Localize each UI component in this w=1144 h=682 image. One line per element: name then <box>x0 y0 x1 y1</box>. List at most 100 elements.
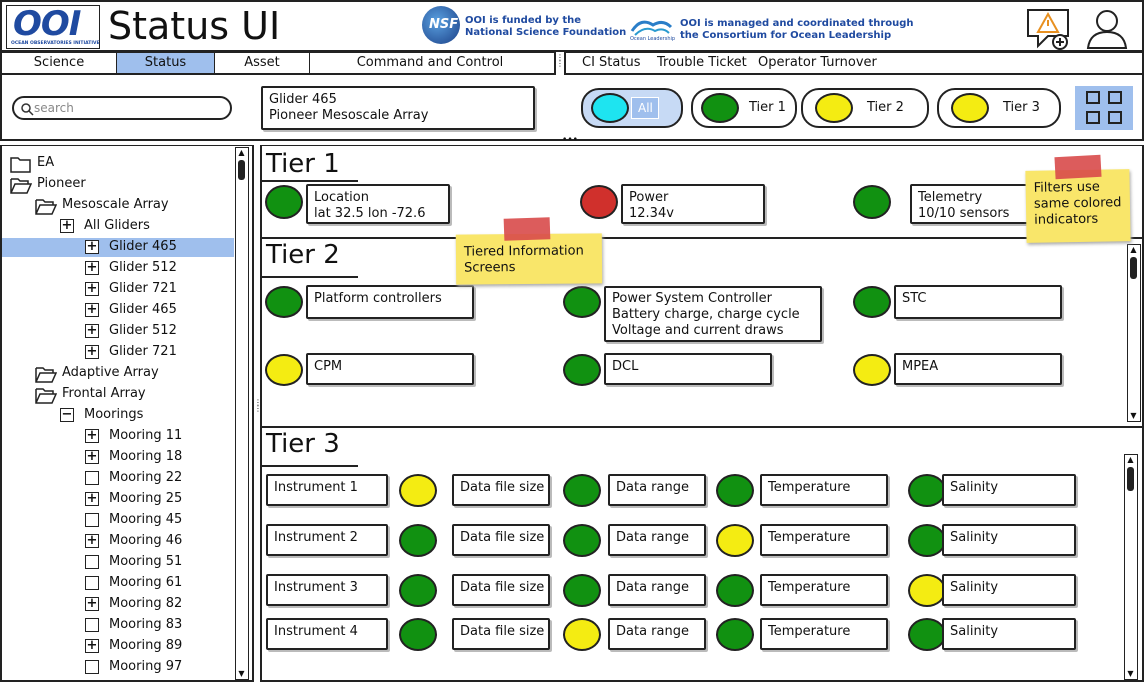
tree-item-label[interactable]: Glider 465 <box>109 302 177 317</box>
tier2-power-box[interactable]: Power System Controller Battery charge, … <box>604 286 822 342</box>
tree-scroll-thumb[interactable] <box>238 160 245 180</box>
leaf-checkbox-icon[interactable] <box>85 660 99 674</box>
filter-tier-1[interactable]: Tier 1 <box>691 88 797 128</box>
expand-icon[interactable]: + <box>85 239 99 254</box>
tab-trouble-ticket[interactable]: Trouble Ticket <box>657 55 747 70</box>
tree-item-label[interactable]: Glider 721 <box>109 281 177 296</box>
tree-item-label[interactable]: EA <box>37 155 55 170</box>
folder-icon[interactable] <box>10 155 31 173</box>
tier3-metric-box[interactable]: Data file size <box>452 474 550 506</box>
panel-splitter[interactable]: ⋮⋮ <box>254 398 262 413</box>
folder-open-icon[interactable] <box>35 197 58 215</box>
tab-operator-turnover[interactable]: Operator Turnover <box>758 55 877 70</box>
tree-item-label[interactable]: All Gliders <box>84 218 150 233</box>
tier3-scroll-up[interactable]: ▲ <box>1127 455 1134 464</box>
tree-item-label[interactable]: Mooring 82 <box>109 596 183 611</box>
filter-tier-3[interactable]: Tier 3 <box>937 88 1061 128</box>
tree-item-label[interactable]: Mooring 51 <box>109 554 183 569</box>
expand-icon[interactable]: + <box>85 281 99 296</box>
tier3-metric-box[interactable]: Temperature <box>760 474 888 506</box>
tree-scroll-down[interactable]: ▼ <box>238 669 245 678</box>
tree-item-label[interactable]: Mesoscale Array <box>62 197 169 212</box>
tier2-cpm-box[interactable]: CPM <box>306 353 474 385</box>
expand-icon[interactable]: + <box>85 596 99 611</box>
tree-item-label[interactable]: Mooring 46 <box>109 533 183 548</box>
expand-icon[interactable]: + <box>85 449 99 464</box>
tier2-dcl-box[interactable]: DCL <box>604 353 772 385</box>
tree-item-label[interactable]: Pioneer <box>37 176 86 191</box>
tier2-stc-box[interactable]: STC <box>894 285 1062 319</box>
search-input[interactable]: search <box>12 96 232 120</box>
tier3-instrument-box[interactable]: Instrument 4 <box>266 618 388 650</box>
tab-ci-status[interactable]: CI Status <box>582 55 641 70</box>
expand-icon[interactable]: + <box>85 260 99 275</box>
expand-icon[interactable]: + <box>85 638 99 653</box>
toolbar-splitter[interactable]: ••• <box>562 135 578 145</box>
tree-item-label[interactable]: Frontal Array <box>62 386 146 401</box>
leaf-checkbox-icon[interactable] <box>85 471 99 485</box>
tab-status[interactable]: Status <box>117 53 215 73</box>
tier2-scrollbar[interactable]: ▲ ▼ <box>1127 244 1141 422</box>
tier3-metric-box[interactable]: Data file size <box>452 574 550 606</box>
tree-item-label[interactable]: Glider 512 <box>109 323 177 338</box>
tier3-metric-box[interactable]: Data range <box>608 524 706 556</box>
tier3-metric-box[interactable]: Salinity <box>942 574 1076 606</box>
tier3-metric-box[interactable]: Temperature <box>760 574 888 606</box>
alert-add-icon[interactable] <box>1024 6 1072 50</box>
tier1-power-box[interactable]: Power 12.34v <box>621 184 765 224</box>
tree-item-label[interactable]: Mooring 97 <box>109 659 183 674</box>
tier1-telemetry-box[interactable]: Telemetry 10/10 sensors <box>910 184 1038 224</box>
tier3-metric-box[interactable]: Data file size <box>452 524 550 556</box>
tier3-metric-box[interactable]: Data range <box>608 574 706 606</box>
expand-icon[interactable]: + <box>60 218 74 233</box>
tab-science[interactable]: Science <box>2 53 117 73</box>
user-icon[interactable] <box>1084 6 1130 50</box>
grid-view-icon[interactable] <box>1075 86 1133 130</box>
tree-item-label[interactable]: Mooring 22 <box>109 470 183 485</box>
tier2-scroll-thumb[interactable] <box>1130 257 1137 279</box>
leaf-checkbox-icon[interactable] <box>85 513 99 527</box>
folder-open-icon[interactable] <box>35 365 58 383</box>
expand-icon[interactable]: + <box>85 344 99 359</box>
tier3-scroll-down[interactable]: ▼ <box>1127 669 1134 678</box>
expand-icon[interactable]: + <box>85 302 99 317</box>
tree-item-label[interactable]: Adaptive Array <box>62 365 159 380</box>
folder-open-icon[interactable] <box>35 386 58 404</box>
tier3-metric-box[interactable]: Temperature <box>760 618 888 650</box>
tree-item-label[interactable]: Mooring 83 <box>109 617 183 632</box>
leaf-checkbox-icon[interactable] <box>85 555 99 569</box>
tier3-instrument-box[interactable]: Instrument 3 <box>266 574 388 606</box>
leaf-checkbox-icon[interactable] <box>85 576 99 590</box>
tab-asset[interactable]: Asset <box>215 53 310 73</box>
tier2-platform-box[interactable]: Platform controllers <box>306 285 474 319</box>
tree-item-label[interactable]: Glider 512 <box>109 260 177 275</box>
tree-item-label[interactable]: Mooring 18 <box>109 449 183 464</box>
tree-item-label[interactable]: Glider 721 <box>109 344 177 359</box>
tier3-metric-box[interactable]: Salinity <box>942 524 1076 556</box>
leaf-checkbox-icon[interactable] <box>85 618 99 632</box>
tree-item-label[interactable]: Mooring 11 <box>109 428 183 443</box>
tree-item-label[interactable]: Moorings <box>84 407 144 422</box>
folder-open-icon[interactable] <box>10 176 33 194</box>
tree-item-label[interactable]: Mooring 61 <box>109 575 183 590</box>
tier3-scroll-thumb[interactable] <box>1127 467 1134 491</box>
tier3-instrument-box[interactable]: Instrument 1 <box>266 474 388 506</box>
tier3-metric-box[interactable]: Salinity <box>942 474 1076 506</box>
tier2-mpea-box[interactable]: MPEA <box>894 353 1062 385</box>
expand-icon[interactable]: + <box>85 428 99 443</box>
nav-splitter[interactable]: ⋮⋮ <box>556 53 564 68</box>
expand-icon[interactable]: + <box>85 533 99 548</box>
tier3-metric-box[interactable]: Data range <box>608 474 706 506</box>
expand-icon[interactable]: + <box>85 491 99 506</box>
tier3-scrollbar[interactable]: ▲ ▼ <box>1124 454 1138 680</box>
tier1-location-box[interactable]: Location lat 32.5 lon -72.6 <box>306 184 450 224</box>
tier3-metric-box[interactable]: Salinity <box>942 618 1076 650</box>
tree-item-label[interactable]: Mooring 45 <box>109 512 183 527</box>
filter-all[interactable]: All <box>581 88 683 128</box>
tree-scroll-up[interactable]: ▲ <box>238 148 245 157</box>
collapse-icon[interactable]: − <box>60 407 74 422</box>
tier3-instrument-box[interactable]: Instrument 2 <box>266 524 388 556</box>
tab-command-and-control[interactable]: Command and Control <box>356 55 504 70</box>
tier2-scroll-down[interactable]: ▼ <box>1130 411 1137 420</box>
tree-scrollbar[interactable]: ▲ ▼ <box>235 147 249 680</box>
